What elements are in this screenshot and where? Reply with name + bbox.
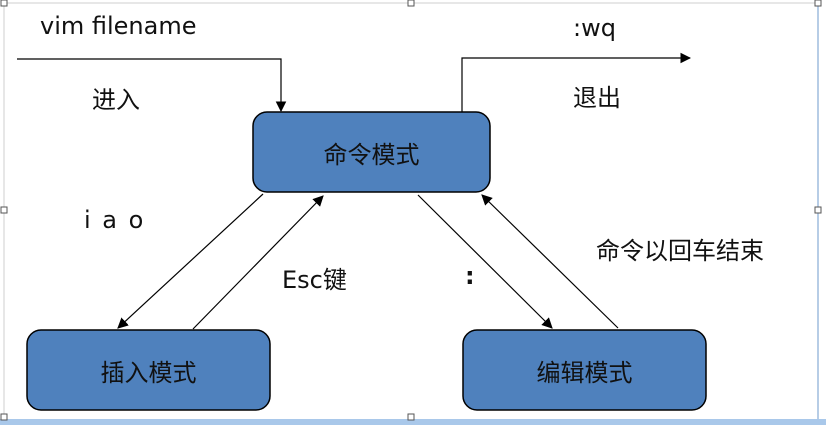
insert-keys-label: i a o xyxy=(84,206,146,234)
handle-top-right[interactable] xyxy=(814,0,822,7)
bottom-highlight-bar xyxy=(0,419,826,425)
handle-middle-left[interactable] xyxy=(0,206,8,214)
save-quit-label: :wq xyxy=(573,14,616,42)
handle-bottom-middle[interactable] xyxy=(407,413,415,421)
edit-to-command-arrow xyxy=(481,194,619,329)
esc-key-label: Esc键 xyxy=(282,266,347,294)
handle-middle-right[interactable] xyxy=(814,206,822,214)
enter-label: 进入 xyxy=(92,86,140,114)
insert-mode-label: 插入模式 xyxy=(100,358,197,387)
command-to-insert-arrow xyxy=(117,193,264,329)
command-mode-box xyxy=(252,111,491,193)
command-to-edit-arrow xyxy=(417,194,553,329)
handle-bottom-left[interactable] xyxy=(0,413,8,421)
handle-top-left[interactable] xyxy=(0,0,8,7)
insert-mode-box xyxy=(26,329,271,411)
enter-arrow xyxy=(17,58,287,113)
open-command-label: vim filename xyxy=(40,12,197,40)
colon-key-label: : xyxy=(465,262,475,290)
exit-arrow xyxy=(461,52,692,112)
insert-to-command-arrow xyxy=(192,195,324,330)
handle-top-middle[interactable] xyxy=(407,0,415,7)
exit-label: 退出 xyxy=(573,84,621,112)
edit-mode-box xyxy=(462,329,707,411)
edit-mode-label: 编辑模式 xyxy=(536,358,633,387)
command-mode-label: 命令模式 xyxy=(323,140,420,169)
enter-to-finish-label: 命令以回车结束 xyxy=(596,237,764,265)
